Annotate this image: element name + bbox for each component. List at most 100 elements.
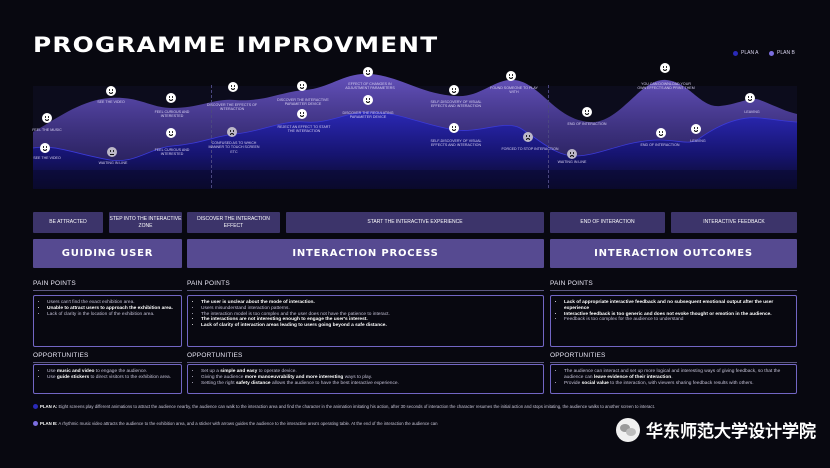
plan-b-description: PLAN B: A rhythmic music video attracts … xyxy=(33,421,593,427)
opportunities-heading: OPPORTUNITIES xyxy=(550,352,606,359)
pain-point-item: Users can't find the exact exhibition ar… xyxy=(47,300,175,306)
stage-discover-effect: DISCOVER THE INTERACTION EFFECT xyxy=(187,212,280,233)
opportunities-box-outcomes: The audience can interact and set up mor… xyxy=(550,364,797,394)
opportunity-text: to direct visitors to the exhibition are… xyxy=(89,374,171,380)
opportunity-text: to engage the audience. xyxy=(94,369,148,374)
page-title: PROGRAMME IMPROVMENT xyxy=(33,33,439,57)
legend-plan-b-label: PLAN B xyxy=(777,50,795,56)
section-rule xyxy=(33,290,182,291)
happy-face-icon xyxy=(449,123,459,133)
pain-point-item: The user is unclear about the mode of in… xyxy=(201,300,537,306)
opportunity-item: Use guide stickers to direct visitors to… xyxy=(47,375,175,381)
opportunity-item: The audience can interact and set up mor… xyxy=(564,369,790,381)
opportunity-highlight: guide stickers xyxy=(56,374,90,380)
happy-face-icon xyxy=(106,86,116,96)
pain-point-item: Users misunderstand interaction patterns… xyxy=(201,306,537,312)
journey-label: YOU CAN DOWNLOAD YOUR OWN EFFECTS AND PR… xyxy=(637,82,695,91)
pain-points-box-guiding: Users can't find the exact exhibition ar… xyxy=(33,295,182,347)
happy-face-icon xyxy=(691,124,701,134)
section-rule xyxy=(550,290,797,291)
neutral-face-icon xyxy=(107,147,117,157)
plan-b-text: A rhythmic music video attracts the audi… xyxy=(57,421,438,426)
happy-face-icon xyxy=(656,128,666,138)
stage-be-attracted: BE ATTRACTED xyxy=(33,212,103,233)
opportunity-highlight: social value xyxy=(581,380,609,386)
stage-interactive-feedback: INTERACTIVE FEEDBACK xyxy=(671,212,797,233)
journey-label: DISCOVER THE REGULATING PARAMETER DEVICE xyxy=(342,111,394,120)
watermark: 华东师范大学设计学院 xyxy=(616,417,816,442)
pain-point-item: Unable to attract users to approach the … xyxy=(47,306,175,312)
pain-point-item: Lack of appropriate interactive feedback… xyxy=(564,300,790,312)
opportunity-highlight: music and video xyxy=(56,369,95,374)
happy-face-icon xyxy=(297,109,307,119)
opportunity-highlight: safety distance xyxy=(235,380,271,386)
opportunity-text: ways to play. xyxy=(343,374,373,380)
opportunity-item: Set up a simple and easy to operate devi… xyxy=(201,369,537,375)
opportunity-text: The audience can interact and set up mor… xyxy=(564,369,781,380)
legend-dot-icon xyxy=(769,50,774,56)
pain-points-box-outcomes: Lack of appropriate interactive feedback… xyxy=(550,295,797,347)
pain-points-box-process: The user is unclear about the mode of in… xyxy=(187,295,544,347)
pain-point-item: The interaction model is too complex and… xyxy=(201,312,537,318)
section-rule xyxy=(550,362,797,363)
sad-face-icon xyxy=(567,149,577,159)
opportunities-heading: OPPORTUNITIES xyxy=(187,352,243,359)
pain-points-heading: PAIN POINTS xyxy=(33,280,76,287)
pain-point-item: Lack of clarity of interaction areas lea… xyxy=(201,323,537,329)
opportunity-text: to operate device. xyxy=(257,369,297,374)
journey-label: SEE THE VIDEO xyxy=(97,100,125,104)
happy-face-icon xyxy=(166,93,176,103)
pain-points-heading: PAIN POINTS xyxy=(187,280,230,287)
chart-floor xyxy=(33,170,797,189)
pain-point-item: Lack of clarity in the location of the e… xyxy=(47,312,175,318)
opportunity-text: Set up a xyxy=(201,369,221,374)
legend-dot-icon xyxy=(733,50,738,56)
opportunity-text: Setting the right xyxy=(201,380,236,386)
opportunity-item: Giving the audience more manoeuvrability… xyxy=(201,375,537,381)
sad-face-icon xyxy=(227,127,237,137)
legend-plan-b: PLAN B xyxy=(769,50,795,56)
pain-points-heading: PAIN POINTS xyxy=(550,280,593,287)
opportunity-text: Use xyxy=(47,374,57,380)
journey-label: LEAVING xyxy=(690,139,706,143)
opportunity-text: Use xyxy=(47,369,57,374)
journey-label: REJECT AN EFFECT TO START THE INTERACTIO… xyxy=(277,125,331,134)
journey-label: WAITING IN LINE xyxy=(557,160,587,164)
phase-divider xyxy=(211,85,212,188)
journey-label: END OF INTERACTION xyxy=(567,122,607,126)
journey-label: CONFUSED AS TO WHICH MANNER TO TOUCH SCR… xyxy=(208,141,260,154)
phase-interaction-outcomes: INTERACTION OUTCOMES xyxy=(550,239,797,268)
legend-plan-a: PLAN A xyxy=(733,50,759,56)
journey-label: FEEL CURIOUS AND INTERESTED xyxy=(154,110,190,119)
plan-a-dot-icon xyxy=(33,404,38,410)
plan-b-dot-icon xyxy=(33,421,38,427)
happy-face-icon xyxy=(166,128,176,138)
journey-label: FEEL CURIOUS AND INTERESTED xyxy=(154,148,190,157)
happy-face-icon xyxy=(363,95,373,105)
journey-label: LEAVING xyxy=(744,110,760,114)
opportunity-text: . xyxy=(671,374,673,380)
plan-b-label: PLAN B: xyxy=(40,421,58,426)
pain-point-item: Feedback is too complex for the audience… xyxy=(564,317,790,323)
journey-label: END OF INTERACTION xyxy=(640,143,680,147)
happy-face-icon xyxy=(363,67,373,77)
happy-face-icon xyxy=(297,81,307,91)
phase-divider xyxy=(548,85,549,188)
opportunity-highlight: simple and easy xyxy=(220,369,258,374)
opportunity-item: Setting the right safety distance allows… xyxy=(201,381,537,387)
happy-face-icon xyxy=(582,107,592,117)
opportunities-box-process: Set up a simple and easy to operate devi… xyxy=(187,364,544,394)
opportunity-item: Use music and video to engage the audien… xyxy=(47,369,175,375)
opportunity-text: allows the audience to have the best int… xyxy=(270,380,399,386)
opportunity-text: to the interaction, with viewers sharing… xyxy=(608,380,754,386)
happy-face-icon xyxy=(40,143,50,153)
journey-label: SELF-DISCOVERY OF VISUAL EFFECTS AND INT… xyxy=(430,139,482,148)
journey-wave-chart xyxy=(32,73,798,189)
legend-plan-a-label: PLAN A xyxy=(741,50,759,56)
happy-face-icon xyxy=(506,71,516,81)
happy-face-icon xyxy=(745,93,755,103)
opportunity-highlight: leave evidence of their interaction xyxy=(593,374,672,380)
opportunity-item: Provide social value to the interaction,… xyxy=(564,381,790,387)
stage-start-interactive-experience: START THE INTERACTIVE EXPERIENCE xyxy=(286,212,544,233)
section-rule xyxy=(187,290,544,291)
